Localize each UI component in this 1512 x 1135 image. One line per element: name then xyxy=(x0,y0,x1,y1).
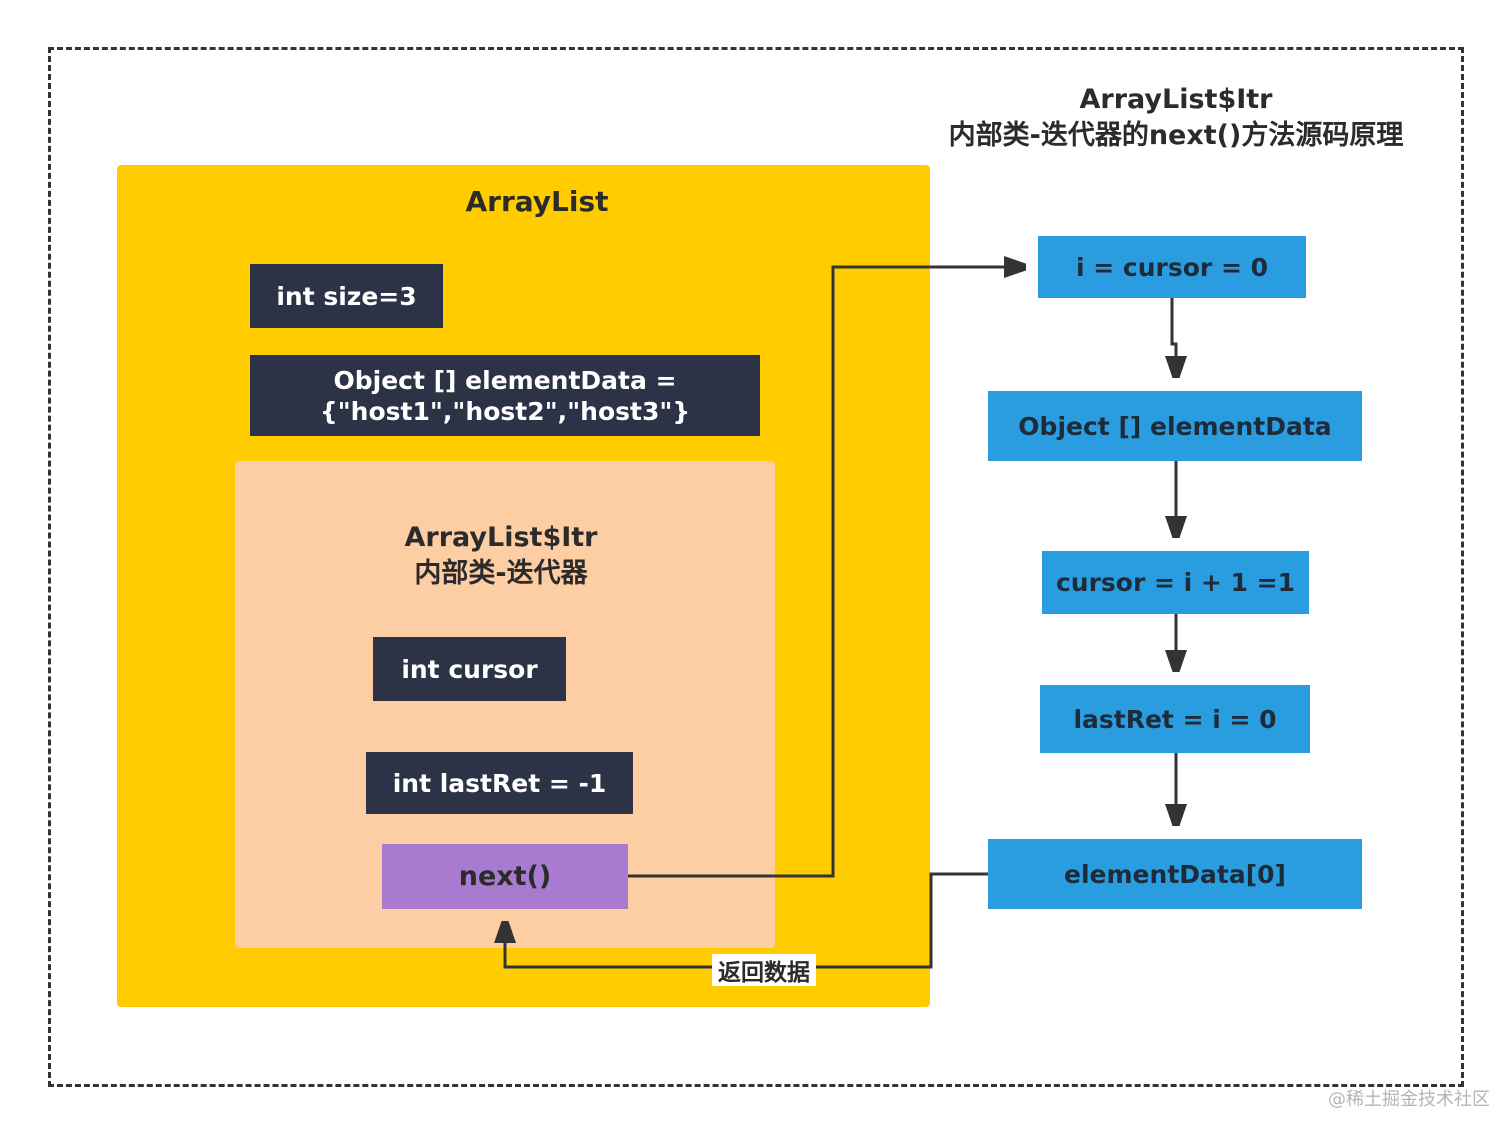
next-method-box: next() xyxy=(382,844,628,909)
flow-step-2: Object [] elementData xyxy=(988,391,1362,461)
title-line-1: ArrayList$Itr xyxy=(1079,84,1273,115)
diagram-title: ArrayList$Itr 内部类-迭代器的next()方法源码原理 xyxy=(920,82,1432,154)
element-data-field-box: Object [] elementData = {"host1","host2"… xyxy=(250,355,760,436)
itr-label: ArrayList$Itr 内部类-迭代器 xyxy=(235,520,767,592)
arraylist-label: ArrayList xyxy=(465,185,609,218)
step1-to-step2-connector xyxy=(1172,298,1176,372)
flow-step-3: cursor = i + 1 =1 xyxy=(1042,551,1309,614)
element-data-line-2: {"host1","host2","host3"} xyxy=(319,396,691,426)
size-field-box: int size=3 xyxy=(250,264,443,328)
flow-step-4: lastRet = i = 0 xyxy=(1040,685,1310,753)
element-data-line-1: Object [] elementData = xyxy=(333,365,677,395)
cursor-field-box: int cursor xyxy=(373,637,566,701)
itr-label-line-1: ArrayList$Itr xyxy=(404,522,598,553)
flow-step-1: i = cursor = 0 xyxy=(1038,236,1306,298)
itr-label-line-2: 内部类-迭代器 xyxy=(414,558,588,589)
return-data-label: 返回数据 xyxy=(712,954,816,986)
next-to-step1-connector xyxy=(628,267,1020,878)
watermark: @稀土掘金技术社区 xyxy=(1328,1089,1490,1110)
title-line-2: 内部类-迭代器的next()方法源码原理 xyxy=(948,120,1404,151)
flow-step-5: elementData[0] xyxy=(988,839,1362,909)
step5-return-connector xyxy=(505,872,988,969)
last-ret-field-box: int lastRet = -1 xyxy=(366,752,633,814)
outer-dashed-frame xyxy=(48,47,1464,1087)
